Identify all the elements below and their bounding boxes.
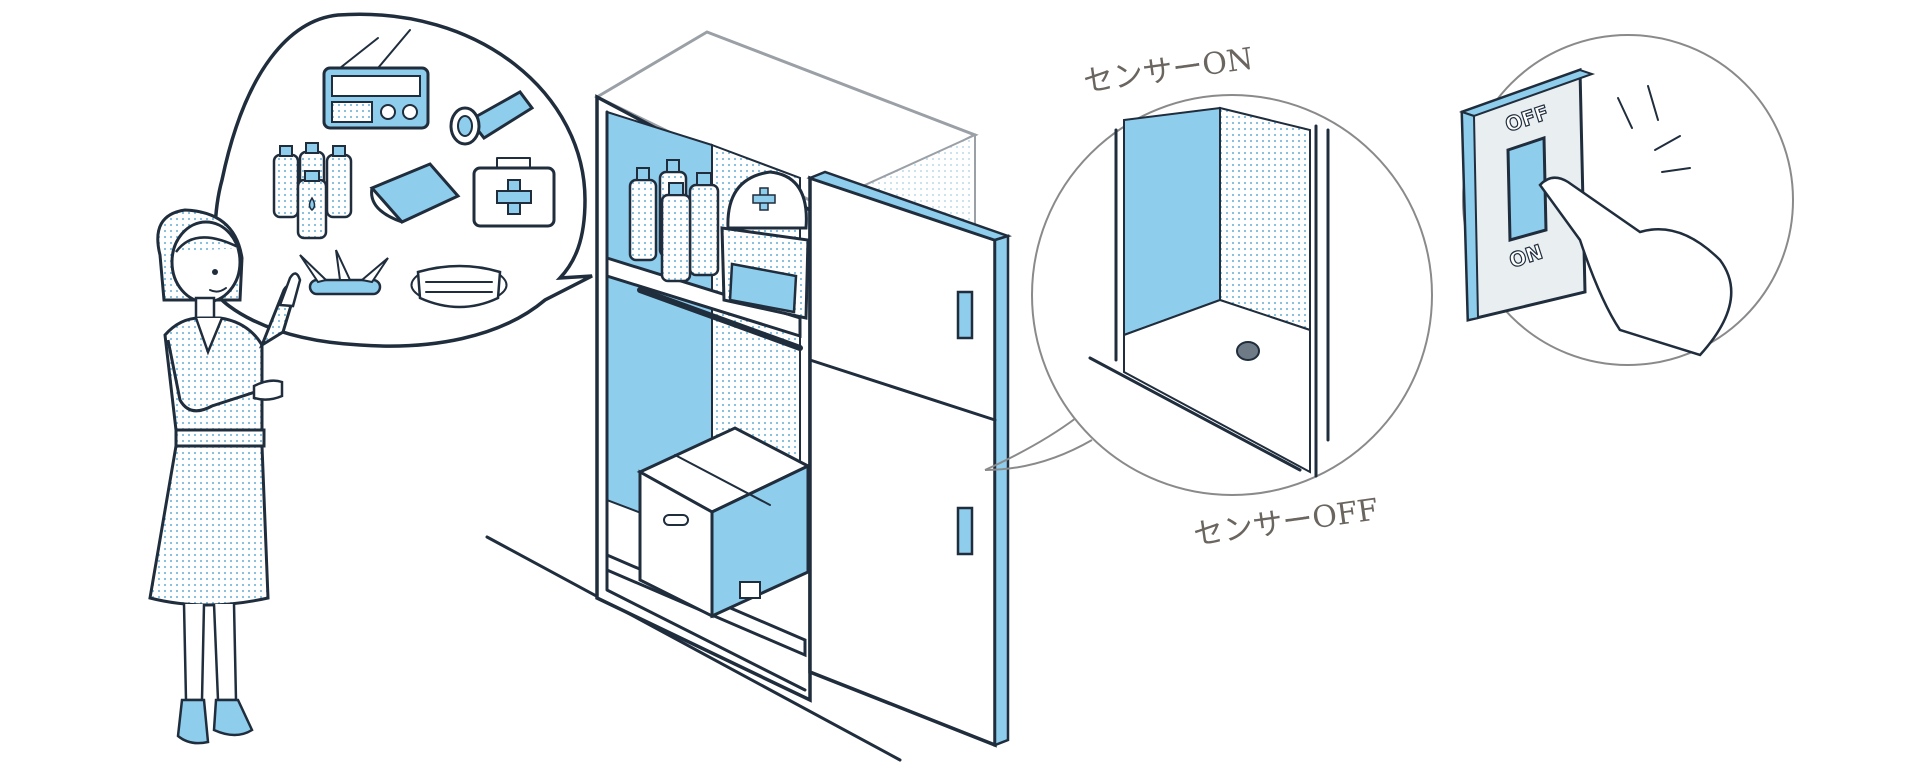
backpack-icon [720,226,810,320]
pressing-finger [1538,176,1733,357]
cardboard-box-icon [636,426,812,619]
radio-icon [322,29,430,130]
switch-callout: OFF ON [1458,34,1794,366]
rocker-switch [1506,135,1548,242]
first-aid-kit-icon [472,157,556,228]
flashlight-icon [449,90,535,146]
multitool-knife-icon [299,249,389,296]
sensor-callout: センサーON センサーOFF [984,41,1433,553]
emergency-supplies-bubble [213,12,593,348]
motion-sensor-icon [1236,341,1260,361]
sensor-on-label: センサーON [1081,41,1255,99]
towel-icon [369,162,461,224]
floor-line [485,535,902,762]
water-bottles-icon [272,142,353,240]
face-mask-icon [410,264,508,309]
woman-figure [148,208,302,745]
storage-cabinet [593,30,1013,748]
helmet-icon [726,170,808,230]
sensor-off-label: センサーOFF [1191,492,1380,553]
sensor-interior-view [1088,106,1330,478]
shelf-water-bottles-icon [628,159,720,283]
